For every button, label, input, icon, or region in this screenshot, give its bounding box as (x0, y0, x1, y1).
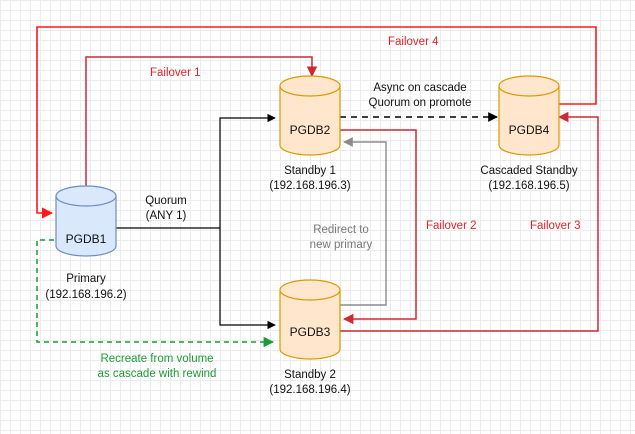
failover4-label: Failover 4 (388, 36, 439, 48)
pgdb2-ip: (192.168.196.3) (269, 180, 351, 192)
quorum-promote-label: Quorum on promote (368, 97, 472, 109)
recreate-edge (36, 239, 275, 348)
async-label: Async on cascade (373, 82, 467, 94)
quorum-edge-to-pgdb3 (219, 228, 276, 330)
failover1-label: Failover 1 (150, 67, 201, 79)
failover3-label: Failover 3 (530, 220, 581, 232)
pgdb1-ip: (192.168.196.2) (45, 289, 127, 301)
pgdb4-ip: (192.168.196.5) (488, 180, 570, 192)
pgdb1-name: PGDB1 (65, 232, 107, 246)
pgdb3-cylinder[interactable] (279, 279, 341, 360)
pgdb2-role: Standby 1 (284, 165, 336, 177)
pgdb4-cylinder[interactable] (498, 75, 560, 156)
pgdb3-ip: (192.168.196.4) (269, 384, 351, 396)
failover3-edge (340, 111, 599, 332)
pgdb3-name: PGDB3 (289, 325, 331, 339)
failover2-label: Failover 2 (426, 220, 477, 232)
redirect-edge (340, 137, 387, 306)
failover4-edge (36, 26, 597, 219)
pgdb1-cylinder[interactable] (55, 185, 117, 257)
quorum-any-label: (ANY 1) (145, 210, 187, 222)
quorum-edges (116, 113, 276, 330)
redirect-label: Redirect to (313, 224, 369, 236)
new-primary-label: new primary (309, 239, 373, 251)
quorum-label: Quorum (145, 195, 187, 207)
pgdb4-name: PGDB4 (508, 123, 550, 137)
failover2-edge (340, 129, 417, 325)
failover1-edge (85, 56, 318, 186)
pgdb3-role: Standby 2 (284, 369, 336, 381)
recreate-label: Recreate from volume (100, 353, 214, 365)
pgdb2-cylinder[interactable] (279, 75, 341, 156)
quorum-edge-to-pgdb2 (116, 113, 276, 229)
pgdb1-role: Primary (66, 273, 106, 285)
rewind-label: as cascade with rewind (97, 368, 217, 380)
pgdb2-name: PGDB2 (289, 123, 331, 137)
pgdb4-role: Cascaded Standby (480, 165, 578, 177)
